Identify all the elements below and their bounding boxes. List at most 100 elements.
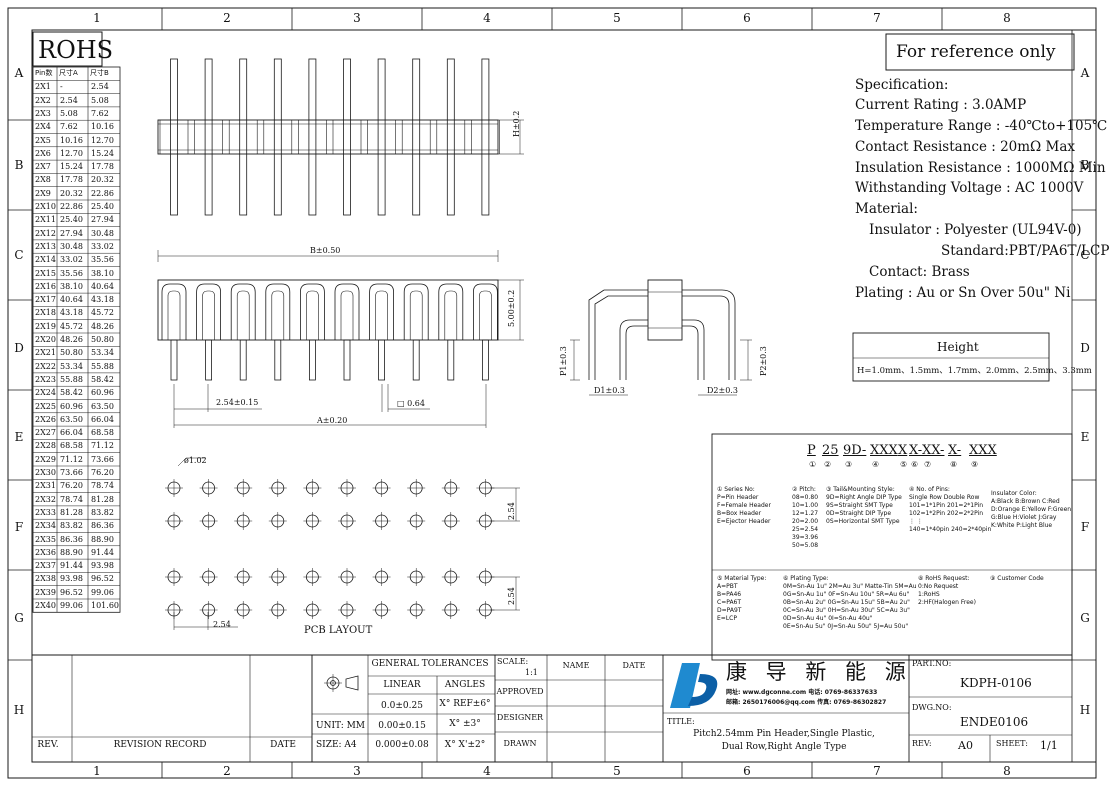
size-table-cell: 2X6 [35,148,51,158]
tb-rev-label: REV: [912,739,932,748]
size-table-cell: 22.86 [91,188,114,198]
col-label-bottom: 5 [613,764,621,778]
part-code-segment: 9D- [843,443,867,458]
size-table-cell: 91.44 [91,547,114,557]
tb-gen-tol: GENERAL TOLERANCES [371,659,489,669]
size-table-cell: 63.50 [60,414,83,424]
legend-material: E=LCP [717,615,737,622]
size-table-cell: 30.48 [91,228,114,238]
company-contact-2: 邮箱: 2650176006@qq.com 传真: 0769-86302827 [726,699,887,706]
legend-pins: 140=1*40pin 240=2*40pin [909,526,992,533]
size-table-cell: 55.88 [60,374,83,384]
size-table-cell: 50.80 [60,348,83,358]
rohs-box [32,31,103,67]
tb-date: DATE [270,740,296,750]
tb-ang1: X° REF±6° [439,699,491,709]
pin-top-view [412,58,421,216]
side-pin-outer [196,283,221,340]
col-label-top: 1 [93,11,101,25]
part-code-index: ⑧ [950,460,958,469]
size-table-cell: 78.74 [60,494,83,504]
side-pin-inner [271,290,285,340]
side-pin-inner [409,290,423,340]
size-table-cell: 38.10 [91,268,114,278]
col-label-top: 2 [223,11,231,25]
spec-plating: Plating : Au or Sn Over 50u" Ni [855,285,1071,301]
part-code-segment: XX- [922,443,945,458]
dim-hole: ø1.02 [184,456,207,465]
legend-plating: 0E=Sn-Au 5u" 0J=Sn-Au 50u" 5J=Au 50u" [783,623,909,630]
part-code-box [711,433,1073,661]
side-pin-leg [343,339,351,381]
row-label-right: E [1080,430,1090,444]
side-pin-leg [170,339,178,381]
size-table-cell: 50.80 [91,335,114,344]
company-logo-icon [670,663,718,708]
size-table-cell: 83.82 [60,521,83,531]
legend-plating: ⑥ Plating Type: [783,575,829,582]
legend-customer: ⑨ Customer Code [990,575,1044,582]
size-table-cell: 88.90 [91,534,114,544]
tb-dwg-no-label: DWG.NO: [912,703,952,712]
row-label-left: G [14,611,24,625]
side-pin-outer [403,283,429,340]
size-table-cell: 2X17 [35,295,56,305]
reference-note: For reference only [896,42,1056,62]
side-pin-leg [447,339,455,381]
size-table-cell: 2X35 [35,534,56,544]
col-label-bottom: 4 [483,764,491,778]
size-table-cell: 2X12 [35,228,56,238]
legend-plating: 0M=Sn-Au 1u" 2M=Au 3u" Matte-Tin 5M=Au [783,583,917,590]
row-label-left: A [14,66,24,80]
pin-top-view [481,58,490,216]
part-code-index: ⑥ [911,460,919,469]
legend-pins: 101=1*1Pin 201=2*1Pin [909,502,984,509]
tb-ang3: X° X'±2° [444,740,486,750]
tb-angles: ANGLES [444,680,486,690]
size-table-cell: 2X36 [35,547,56,557]
dim-h: H±0.2 [512,110,521,137]
size-table-cell: 99.06 [60,601,83,610]
dim-row-pitch-1: 2.54 [507,502,516,520]
size-table-cell: 2X39 [35,587,56,597]
dim-row-pitch-2: 2.54 [507,587,516,605]
size-table-header: 尺寸A [59,69,78,77]
legend-material: B=PA46 [717,591,742,598]
part-code-segment: 25 [822,443,839,458]
size-table-cell: 2X27 [35,428,56,438]
size-table-header: Pin数 [35,69,53,77]
col-label-bottom: 7 [873,764,881,778]
profile-pin [682,325,699,380]
size-table-cell: 17.78 [60,175,83,185]
tb-drawn: DRAWN [503,739,537,748]
tb-sheet-val: 1/1 [1040,739,1058,752]
size-table-frame [32,66,121,613]
spec-contact: Contact: Brass [869,264,970,280]
spec-contact-res: Contact Resistance : 20mΩ Max [855,139,1076,155]
housing-top [157,119,499,155]
size-table-cell: 2X19 [35,321,56,331]
size-table-cell: 2X26 [35,414,56,424]
profile-housing [647,279,683,341]
side-pin-leg [205,339,213,381]
size-table-cell: 93.98 [60,574,83,584]
size-table-cell: 73.66 [60,468,83,477]
size-table-cell: 91.44 [60,561,83,571]
size-table-cell: 2X1 [35,82,51,92]
side-pin-leg [412,339,420,381]
size-table-cell: 43.18 [60,308,83,318]
tb-dwg-no: ENDE0106 [960,715,1029,729]
legend-insulator: G:Blue H:Violet J:Gray [991,514,1057,521]
legend-material: ⑤ Material Type: [717,575,767,582]
side-pin-leg [481,339,489,381]
height-box [852,332,1050,382]
part-code-segment: X [898,443,908,458]
size-table-cell: 2X31 [35,481,56,491]
side-pin-inner [479,290,492,340]
side-pin-leg [308,339,316,381]
size-table-cell: 35.56 [60,268,83,278]
size-table-cell: 2X4 [35,122,51,132]
legend-pitch: ② Pitch: [792,486,816,493]
tb-name: NAME [562,661,590,670]
